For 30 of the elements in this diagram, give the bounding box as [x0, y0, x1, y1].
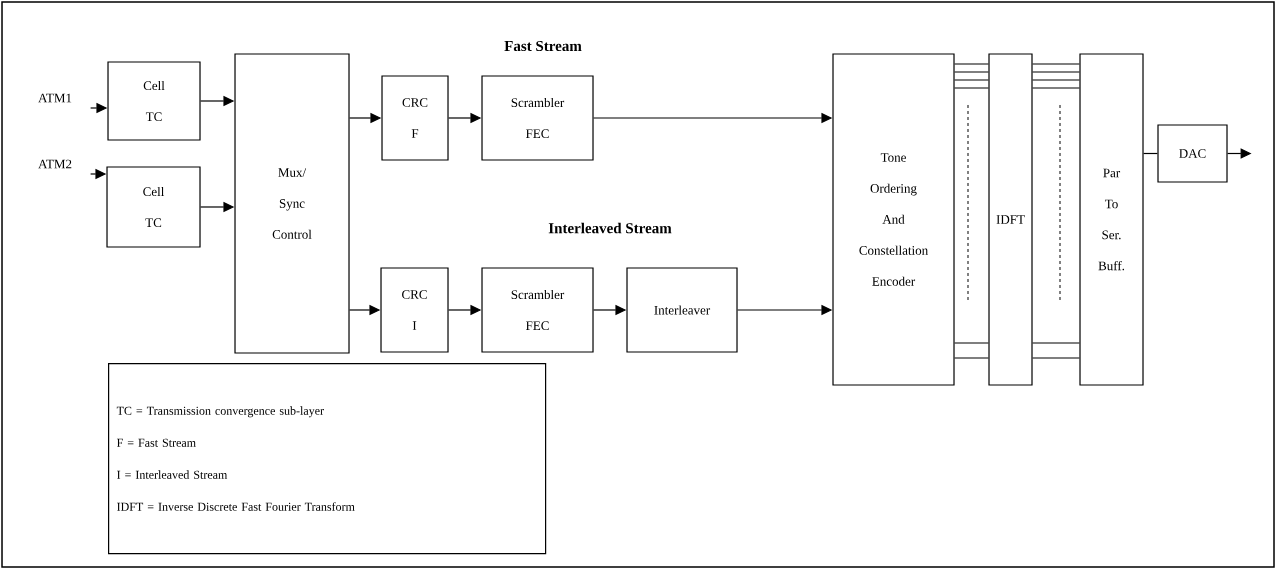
connector-line: [954, 71, 989, 73]
process-box: Scrambler FEC: [481, 75, 594, 161]
connector-line: [954, 357, 989, 359]
process-box: CRC I: [380, 267, 449, 353]
input-label: ATM1: [38, 93, 72, 103]
stream-heading: Interleaved Stream: [548, 222, 672, 234]
process-box: Scrambler FEC: [481, 267, 594, 353]
process-box: DAC: [1157, 124, 1228, 183]
process-box: Tone Ordering And Constellation Encoder: [832, 53, 955, 386]
input-label: ATM2: [38, 159, 72, 169]
connector-line: [1032, 79, 1080, 81]
process-box: Par To Ser. Buff.: [1079, 53, 1144, 386]
process-box: Cell TC: [106, 166, 201, 248]
connector-line: [1032, 357, 1080, 359]
connector-line: [1143, 152, 1158, 155]
process-box: Interleaver: [626, 267, 738, 353]
stream-heading: Fast Stream: [504, 40, 582, 52]
connector-line: [1032, 342, 1080, 344]
connector-line: [954, 63, 989, 65]
legend-box: TC = Transmission convergence sub-layer F = Fast Stream I = Interleaved Stream IDFT = Inverse Discrete Fast Fourier Transform: [108, 363, 547, 555]
process-box: Cell TC: [107, 61, 201, 141]
connector-line: [954, 87, 989, 89]
process-box: CRC F: [381, 75, 449, 161]
process-box: IDFT: [988, 53, 1033, 386]
connector-line: [1032, 71, 1080, 73]
connector-line: [954, 342, 989, 344]
process-box: Mux/ Sync Control: [234, 53, 350, 354]
connector-line: [954, 79, 989, 81]
connector-line: [1032, 87, 1080, 89]
connector-line: [1032, 63, 1080, 65]
